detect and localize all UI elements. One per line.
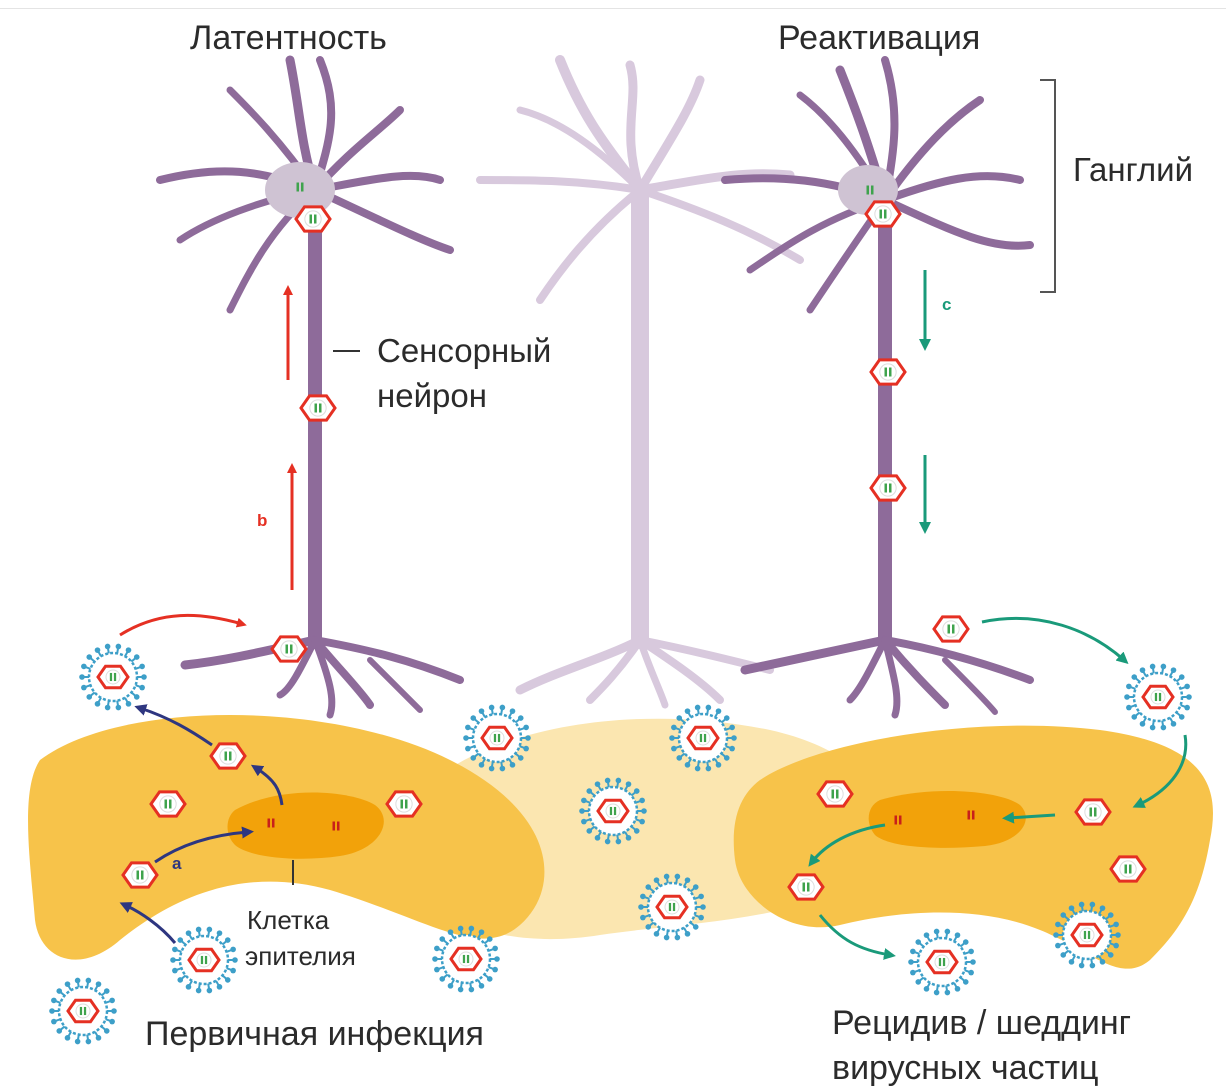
capsid-icon	[151, 792, 185, 816]
step-a-label: a	[172, 855, 181, 874]
capsid-icon	[296, 207, 330, 231]
capsid-icon	[789, 875, 823, 899]
step-c-label: c	[942, 296, 951, 315]
sensory-neuron-label-line2: нейрон	[377, 378, 487, 414]
capsid-icon	[866, 202, 900, 226]
ganglion-bracket	[1040, 80, 1055, 292]
capsid-icon	[1111, 857, 1145, 881]
right-epithelial-cell	[734, 726, 1213, 969]
primary-infection-label: Первичная инфекция	[145, 1016, 484, 1053]
latency-title: Латентность	[190, 20, 387, 57]
capsid-icon	[387, 792, 421, 816]
capsid-icon	[871, 360, 905, 384]
green-arrow-curve-out	[982, 618, 1124, 660]
virion-icon	[1124, 664, 1192, 731]
capsid-icon	[818, 782, 852, 806]
red-arrow-curved	[120, 615, 242, 635]
capsid-icon	[123, 863, 157, 887]
capsid-icon	[301, 396, 335, 420]
ganglion-label: Ганглий	[1073, 152, 1193, 188]
sensory-neuron-label-line1: Сенсорный	[377, 333, 551, 369]
reactivation-title: Реактивация	[778, 20, 980, 57]
right-cell-nucleus	[869, 791, 1026, 848]
red-arrows	[120, 290, 292, 635]
recurrence-label-line1: Рецидив / шеддинг	[832, 1005, 1131, 1042]
epithelial-cell-label-line1: Клетка	[247, 906, 329, 935]
capsid-icon	[1076, 800, 1110, 824]
virion-icon	[79, 644, 147, 711]
virion-icon	[49, 978, 117, 1045]
right-sensory-neuron	[725, 60, 1030, 715]
virion-icon	[170, 927, 238, 994]
capsid-icon	[211, 744, 245, 768]
step-b-label: b	[257, 512, 267, 531]
capsid-icon	[871, 476, 905, 500]
capsid-icon	[272, 637, 306, 661]
capsid-icon	[934, 617, 968, 641]
faded-neuron	[480, 60, 800, 705]
epithelial-cell-label-line2: эпителия	[245, 942, 356, 971]
virion-icon	[908, 929, 976, 996]
recurrence-label-line2: вирусных частиц	[832, 1050, 1099, 1087]
